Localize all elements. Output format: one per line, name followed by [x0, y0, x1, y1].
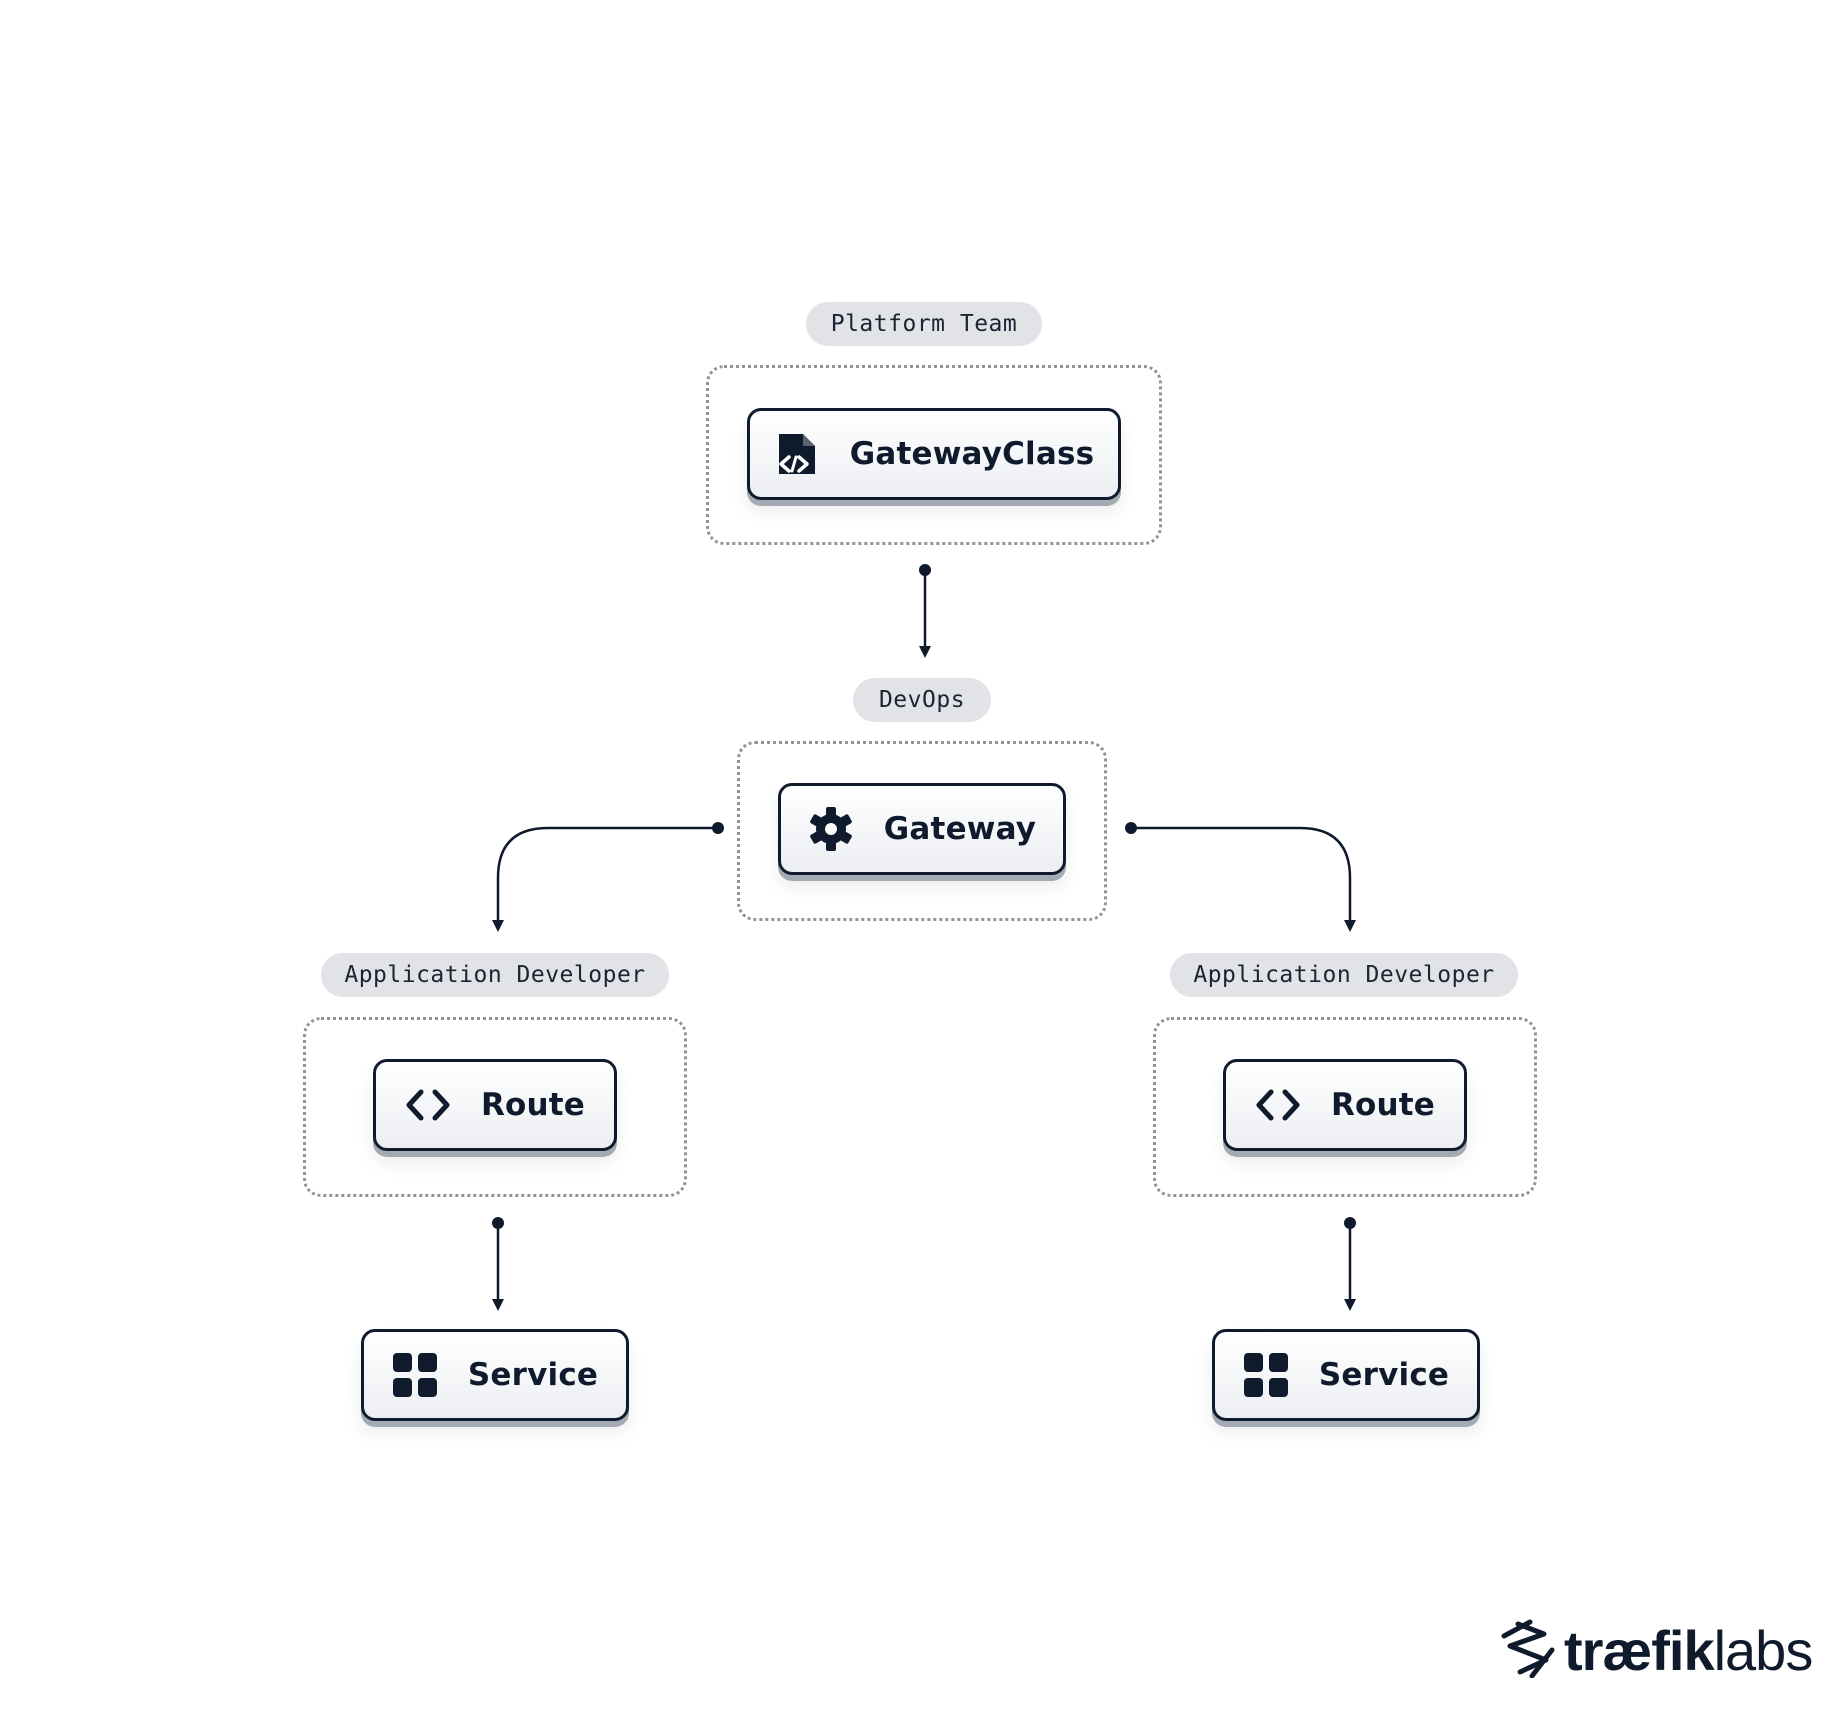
service-node-left[interactable]: Service: [361, 1329, 629, 1421]
code-icon: [1255, 1082, 1301, 1128]
role-label-application-developer-right: Application Developer: [1170, 953, 1518, 997]
role-label-application-developer-left: Application Developer: [321, 953, 669, 997]
gear-icon: [808, 806, 854, 852]
grid-apps-icon: [1243, 1352, 1289, 1398]
code-icon: [405, 1082, 451, 1128]
application-developer-group-right: [1153, 1017, 1537, 1197]
service-label-right: Service: [1318, 1357, 1450, 1393]
traefik-logo-icon: [1500, 1618, 1556, 1683]
gatewayclass-node[interactable]: GatewayClass: [747, 408, 1121, 500]
route-label-left: Route: [480, 1087, 586, 1123]
application-developer-group-left: [303, 1017, 687, 1197]
devops-group: [737, 741, 1107, 921]
grid-apps-icon: [392, 1352, 438, 1398]
gateway-label: Gateway: [883, 811, 1037, 847]
brand-name-part1: træfik: [1564, 1618, 1715, 1682]
edge-gateway-to-route-right: [1125, 822, 1356, 932]
code-file-icon: [774, 431, 820, 477]
route-node-right[interactable]: Route: [1223, 1059, 1467, 1151]
service-node-right[interactable]: Service: [1212, 1329, 1480, 1421]
edge-route-to-service-left: [492, 1217, 504, 1311]
gateway-node[interactable]: Gateway: [778, 783, 1066, 875]
route-node-left[interactable]: Route: [373, 1059, 617, 1151]
role-label-devops: DevOps: [853, 678, 991, 722]
role-label-platform-team: Platform Team: [806, 302, 1042, 346]
edge-gatewayclass-to-gateway: [919, 564, 931, 658]
edge-gateway-to-route-left: [492, 822, 724, 932]
route-label-right: Route: [1330, 1087, 1436, 1123]
brand-name-part2: labs: [1713, 1618, 1814, 1682]
gatewayclass-label: GatewayClass: [849, 436, 1095, 472]
service-label-left: Service: [467, 1357, 599, 1393]
edge-route-to-service-right: [1344, 1217, 1356, 1311]
platform-team-group: [706, 365, 1162, 545]
